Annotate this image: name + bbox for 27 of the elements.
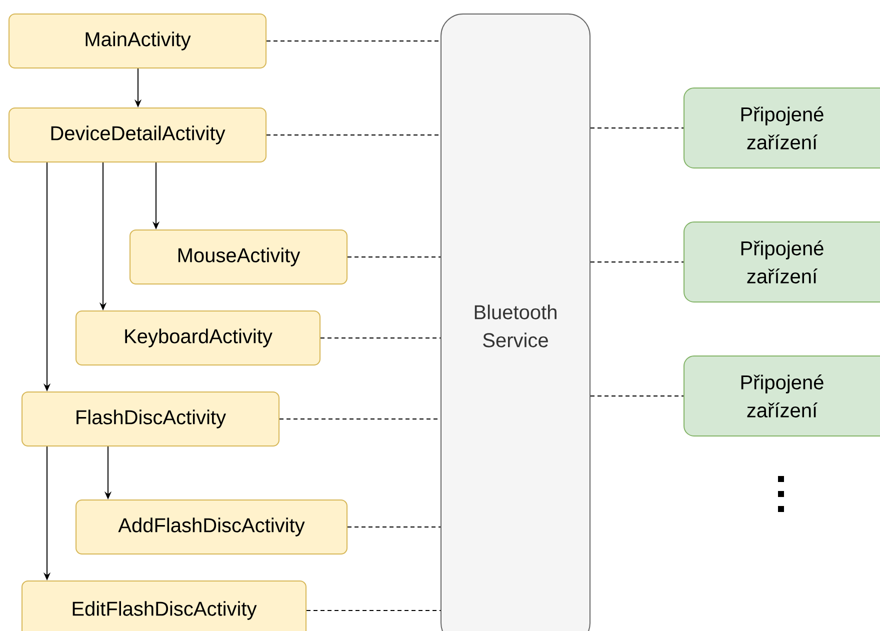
node-label: Bluetooth Service [474,304,556,348]
activity-box [8,108,266,162]
connector-line [266,40,441,42]
node-label: Připojené zařízení [741,240,824,284]
connector-line [347,526,441,528]
activity-box [76,310,320,366]
activity-box [76,500,348,554]
device-box [684,356,880,436]
node-label: Připojené zařízení [741,374,824,418]
activity-box [8,14,266,68]
node-label: MainActivity [86,32,191,50]
service-box [440,14,590,631]
activity-box [22,392,280,446]
activity-box [22,580,306,631]
node-label: AddFlashDiscActivity [118,518,305,536]
connector-line [266,134,441,136]
device-box [684,88,880,168]
node-label: EditFlashDiscActivity [72,601,257,620]
device-box [684,222,880,302]
node-label: FlashDiscActivity [76,410,226,428]
node-label: MouseActivity [178,248,300,266]
connector-line [347,256,441,258]
node-label: KeyboardActivity [125,328,272,348]
node-label: DeviceDetailActivity [51,126,226,144]
connector-line [306,610,441,611]
activity-box [130,230,348,284]
node-label: Připojené zařízení [741,106,824,150]
